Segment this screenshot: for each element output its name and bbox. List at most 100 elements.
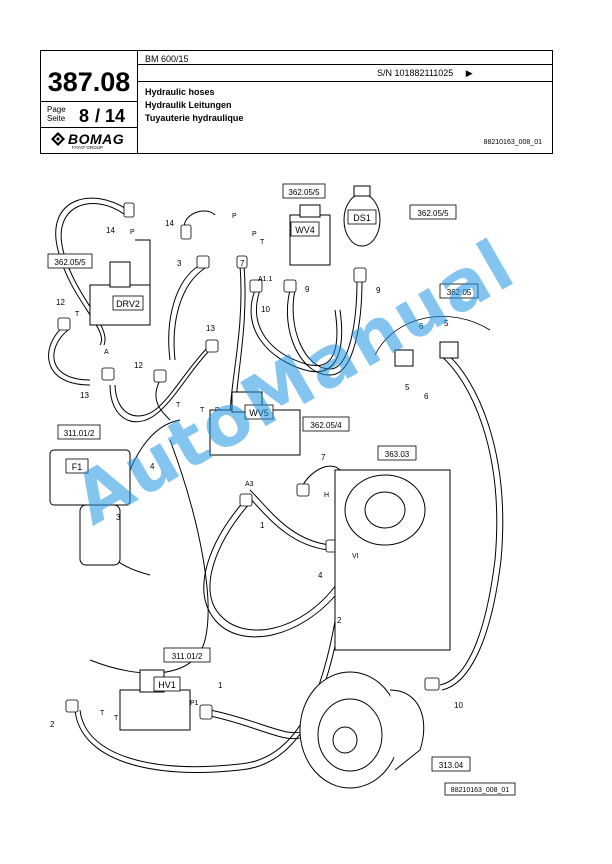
ref-box: 311.01/2: [57, 424, 101, 440]
brand-name: BOMAG: [68, 131, 125, 147]
brand-logo: BOMAG FAYAT GROUP: [41, 127, 137, 154]
callout: 4: [150, 462, 155, 471]
page-label-en: Page: [47, 105, 66, 114]
port-label: P: [130, 229, 135, 236]
ref-box: 362.05: [439, 283, 479, 299]
motor-hub: [332, 726, 358, 754]
port-label: T: [260, 239, 265, 246]
hose-3: [168, 264, 201, 361]
port-label: T: [200, 407, 205, 414]
hose-1-mid-b: [209, 502, 337, 631]
ref-box: 363.03: [377, 445, 417, 461]
divider: [137, 81, 552, 82]
hose-2-bottom: [74, 589, 346, 773]
ref-label: 311.01/2: [172, 652, 203, 661]
callout: 2: [337, 616, 342, 625]
hose-12-left: [48, 324, 91, 386]
ref-box: 88210163_008_01: [444, 782, 516, 796]
components: [49, 185, 491, 789]
port-label: P: [232, 213, 237, 220]
divider: [137, 64, 552, 65]
callout: 10: [261, 305, 270, 314]
hose-lines: [48, 197, 504, 773]
callout: 6: [424, 392, 429, 401]
wv4-top: [299, 204, 321, 218]
label-text: WV5: [249, 408, 269, 418]
ref-label: 362.05/5: [54, 258, 86, 267]
fitting: [249, 279, 263, 293]
reference-boxes: 362.05/5 362.05/5 362.05/5 362.05 311.01…: [47, 183, 516, 796]
ref-box: 311.01/2: [163, 647, 211, 663]
hose-13-b: [114, 344, 211, 417]
port-label: P: [215, 407, 220, 414]
detail-arc: [374, 316, 491, 356]
callout: 5: [444, 319, 449, 328]
fitting: [57, 317, 71, 331]
ref-label: 313.04: [439, 761, 464, 770]
label-box: WV5: [244, 404, 274, 420]
page-label-de: Seite: [47, 114, 66, 123]
title-french: Tuyauterie hydraulique: [145, 113, 244, 123]
callout: 13: [206, 324, 215, 333]
fitting: [205, 339, 219, 353]
f1-filter-bowl: [79, 504, 121, 566]
label-text: DS1: [353, 213, 371, 223]
port-label: P: [252, 231, 257, 238]
fitting: [153, 369, 167, 383]
callout: 12: [56, 298, 65, 307]
label-box: WV4: [290, 221, 320, 237]
callout: 7: [321, 453, 326, 462]
fitting: [353, 267, 367, 283]
fitting: [196, 255, 210, 269]
page-current: 8: [79, 106, 90, 126]
port-label: T: [100, 710, 105, 717]
ref-label: 362.05/5: [417, 209, 449, 218]
document-reference: 88210163_008_01: [483, 139, 542, 146]
drv2-bracket: [135, 239, 151, 285]
ref-label: 363.03: [385, 450, 410, 459]
title-block-left: 387.08 Page Seite 8 / 14 BOMAG FAYAT GRO…: [41, 51, 138, 153]
ref-box: 313.04: [431, 756, 471, 772]
fittings: [57, 202, 440, 720]
component-labels: DRV2 WV4 DS1 WV5 F1 HV1: [65, 209, 377, 692]
fitting: [424, 677, 440, 691]
fitting: [199, 704, 213, 720]
ref-label: 88210163_008_01: [451, 787, 510, 794]
callout: 14: [165, 219, 174, 228]
port-label: T: [75, 311, 80, 318]
ref-box: 362.05/5: [409, 204, 457, 220]
title-german: Hydraulik Leitungen: [145, 100, 232, 110]
hose-9: [286, 279, 363, 376]
callout: 12: [134, 361, 143, 370]
page-total: 14: [105, 106, 126, 126]
hose-9-b: [292, 279, 358, 370]
ref-label: 362.05/4: [310, 421, 342, 430]
callout: 3: [177, 259, 182, 268]
drv2-coil: [109, 261, 131, 288]
ref-label: 362.05: [447, 288, 472, 297]
hose-4-right-b: [245, 493, 329, 551]
label-box: F1: [65, 458, 89, 474]
label-box: DS1: [347, 209, 377, 225]
fitting: [101, 367, 115, 381]
callout: 13: [80, 391, 89, 400]
port-label: A1.1: [258, 276, 273, 283]
motor-rear: [389, 689, 425, 771]
callout: 6: [419, 322, 424, 331]
fitting: [123, 202, 135, 218]
hose-right-long-b: [441, 351, 504, 691]
serial-number: S/N 101882111025 ▶: [377, 68, 473, 79]
port-label: VI: [352, 553, 359, 560]
callout: 1: [260, 521, 265, 530]
port-label: T: [114, 715, 119, 722]
ref-box: 362.05/5: [47, 253, 93, 269]
ref-label: 311.01/2: [64, 429, 95, 438]
label-text: WV4: [295, 225, 315, 235]
bomag-diamond-icon: [51, 132, 65, 146]
fitting: [236, 255, 248, 269]
port-label: A3: [245, 481, 254, 488]
title-block-right: BM 600/15 S/N 101882111025 ▶ Hydraulic h…: [137, 51, 552, 153]
callout: 3: [116, 513, 121, 522]
model-name: BM 600/15: [145, 54, 189, 64]
callout: 9: [376, 286, 381, 295]
